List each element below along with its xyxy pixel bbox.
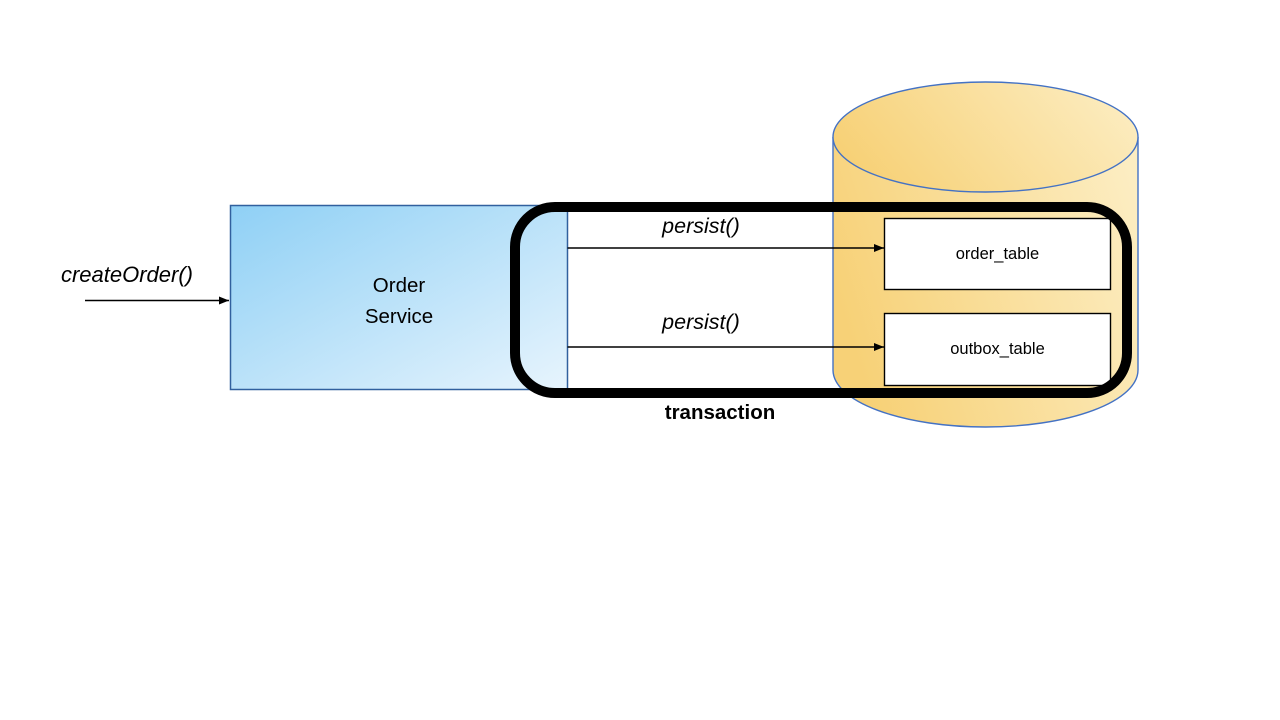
persist-label-2: persist(): [662, 310, 740, 334]
order-service-label-line2: Service: [364, 305, 434, 328]
cylinder-top-ellipse: [832, 81, 1139, 193]
order-service-label: Order Service: [230, 270, 568, 332]
order-table-box: [883, 217, 1112, 291]
persist-label-1: persist(): [662, 214, 740, 238]
transaction-boundary: [510, 202, 1132, 398]
order-service-label-line1: Order: [372, 274, 426, 297]
outbox-table-label: outbox_table: [950, 340, 1045, 358]
order-table-label: order_table: [955, 244, 1040, 263]
create-order-label: createOrder(): [60, 262, 194, 287]
outbox-table-box: [883, 312, 1112, 387]
transaction-label: transaction: [664, 401, 776, 424]
